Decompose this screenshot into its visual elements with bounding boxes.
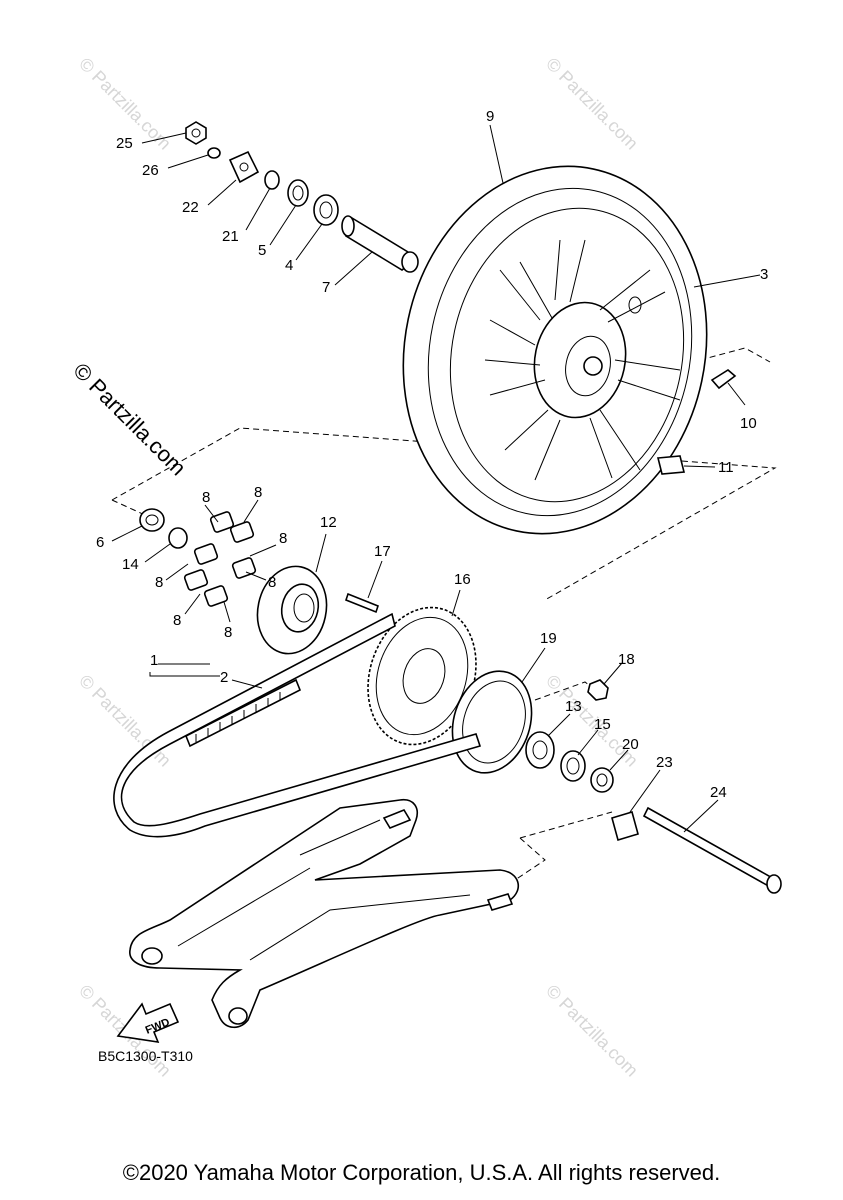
bearing-4 bbox=[313, 194, 339, 226]
oil-seal-5 bbox=[287, 179, 309, 207]
callout-3: 3 bbox=[760, 266, 768, 283]
callout-8e: 8 bbox=[268, 574, 276, 591]
callout-7: 7 bbox=[322, 279, 330, 296]
fwd-arrow-icon: FWD bbox=[116, 1002, 180, 1043]
stud-17 bbox=[345, 592, 379, 614]
nut-18 bbox=[587, 679, 609, 701]
watermark: © Partzilla.com bbox=[75, 671, 175, 771]
callout-22: 22 bbox=[182, 199, 199, 216]
callout-8g: 8 bbox=[224, 624, 232, 641]
watermark: © Partzilla.com bbox=[542, 981, 642, 1081]
leader-lines bbox=[111, 124, 761, 833]
callout-18: 18 bbox=[618, 651, 635, 668]
callout-25: 25 bbox=[116, 135, 133, 152]
watermark-dark: © Partzilla.com bbox=[68, 358, 191, 481]
callout-26: 26 bbox=[142, 162, 159, 179]
callout-15: 15 bbox=[594, 716, 611, 733]
callout-21: 21 bbox=[222, 228, 239, 245]
callout-20: 20 bbox=[622, 736, 639, 753]
damper bbox=[183, 569, 209, 591]
weight-11 bbox=[656, 455, 686, 475]
damper bbox=[203, 585, 229, 607]
bearing-6 bbox=[139, 508, 165, 532]
swingarm bbox=[129, 798, 520, 1029]
callout-8c: 8 bbox=[279, 530, 287, 547]
callout-23: 23 bbox=[656, 754, 673, 771]
callout-11: 11 bbox=[718, 459, 734, 476]
sprocket-assembly bbox=[367, 606, 609, 774]
callout-14: 14 bbox=[122, 556, 139, 573]
hub-parts bbox=[139, 508, 379, 655]
callouts: 9 25 26 22 21 5 4 7 3 10 11 8 8 12 6 8 1… bbox=[96, 108, 768, 801]
axle-hardware-top bbox=[185, 121, 737, 475]
axle-hardware-bottom bbox=[525, 731, 782, 894]
collar-20 bbox=[590, 767, 614, 793]
oil-seal-15 bbox=[560, 750, 586, 782]
collar-14 bbox=[168, 527, 188, 549]
chain-2 bbox=[184, 678, 302, 748]
callout-6: 6 bbox=[96, 534, 104, 551]
valve-10 bbox=[710, 369, 737, 390]
callout-24: 24 bbox=[710, 784, 727, 801]
watermark: © Partzilla.com bbox=[542, 54, 642, 154]
callout-13: 13 bbox=[565, 698, 582, 715]
bearing-13 bbox=[525, 731, 555, 769]
damper bbox=[193, 543, 219, 565]
callout-4: 4 bbox=[285, 257, 293, 274]
rear-wheel bbox=[402, 165, 708, 535]
nut-25 bbox=[185, 121, 207, 145]
callout-19: 19 bbox=[540, 630, 557, 647]
plate-23 bbox=[611, 810, 639, 842]
callout-2: 2 bbox=[220, 669, 228, 686]
drive-chain bbox=[113, 612, 482, 838]
callout-9: 9 bbox=[486, 108, 494, 125]
callout-8a: 8 bbox=[202, 489, 210, 506]
plate-22 bbox=[228, 150, 260, 184]
callout-17: 17 bbox=[374, 543, 391, 560]
callout-1: 1 bbox=[150, 652, 158, 669]
callout-10: 10 bbox=[740, 415, 757, 432]
damper bbox=[231, 557, 257, 579]
callout-8d: 8 bbox=[155, 574, 163, 591]
washer-26 bbox=[207, 147, 221, 159]
diagram-code: B5C1300-T310 bbox=[98, 1048, 193, 1064]
callout-8f: 8 bbox=[173, 612, 181, 629]
callout-12: 12 bbox=[320, 514, 337, 531]
damper bbox=[209, 511, 235, 533]
damper bbox=[229, 521, 255, 543]
callout-5: 5 bbox=[258, 242, 266, 259]
collar-21 bbox=[264, 170, 280, 190]
copyright-notice: ©2020 Yamaha Motor Corporation, U.S.A. A… bbox=[122, 1160, 721, 1185]
axle-24 bbox=[642, 806, 778, 890]
callout-8b: 8 bbox=[254, 484, 262, 501]
callout-16: 16 bbox=[454, 571, 471, 588]
